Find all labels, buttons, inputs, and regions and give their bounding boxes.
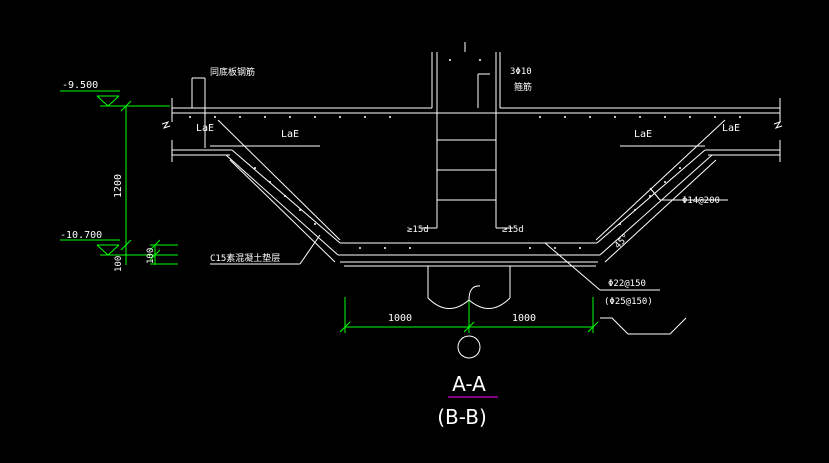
rebar-phi14-label: Φ14@200 xyxy=(682,196,720,206)
rebar-dots xyxy=(189,59,741,249)
dimension-1200: 1200 xyxy=(113,174,124,198)
dimension-100-b: 100 xyxy=(146,248,156,264)
column-rebar-label: 3Φ10 xyxy=(510,67,532,77)
lae-label-2: LaE xyxy=(281,129,299,140)
anchorage-15d-left: ≥15d xyxy=(407,225,429,235)
concrete-cushion-note: C15素混凝土垫层 xyxy=(210,252,280,264)
angle-45-label: 45° xyxy=(613,233,632,252)
dimension-1000-left: 1000 xyxy=(388,313,412,324)
rebar-phi22-label: Φ22@150 xyxy=(608,279,646,289)
section-subtitle: (B-B) xyxy=(437,405,487,429)
dimension-1000-right: 1000 xyxy=(512,313,536,324)
elevation-markers xyxy=(60,90,599,333)
lae-label-1: LaE xyxy=(196,123,214,134)
dimension-100-a: 100 xyxy=(114,256,124,272)
lae-label-4: LaE xyxy=(722,123,740,134)
lae-label-3: LaE xyxy=(634,129,652,140)
rebar-phi25-label: (Φ25@150) xyxy=(604,297,653,307)
foundation-outline xyxy=(161,42,783,359)
elevation-top-label: -9.500 xyxy=(62,80,98,91)
elevation-bottom-label: -10.700 xyxy=(60,230,102,241)
top-rebar-note: 同底板钢筋 xyxy=(210,66,255,78)
column-stirrup-label: 箍筋 xyxy=(514,81,532,93)
section-title: A-A xyxy=(452,372,486,396)
anchorage-15d-right: ≥15d xyxy=(502,225,524,235)
